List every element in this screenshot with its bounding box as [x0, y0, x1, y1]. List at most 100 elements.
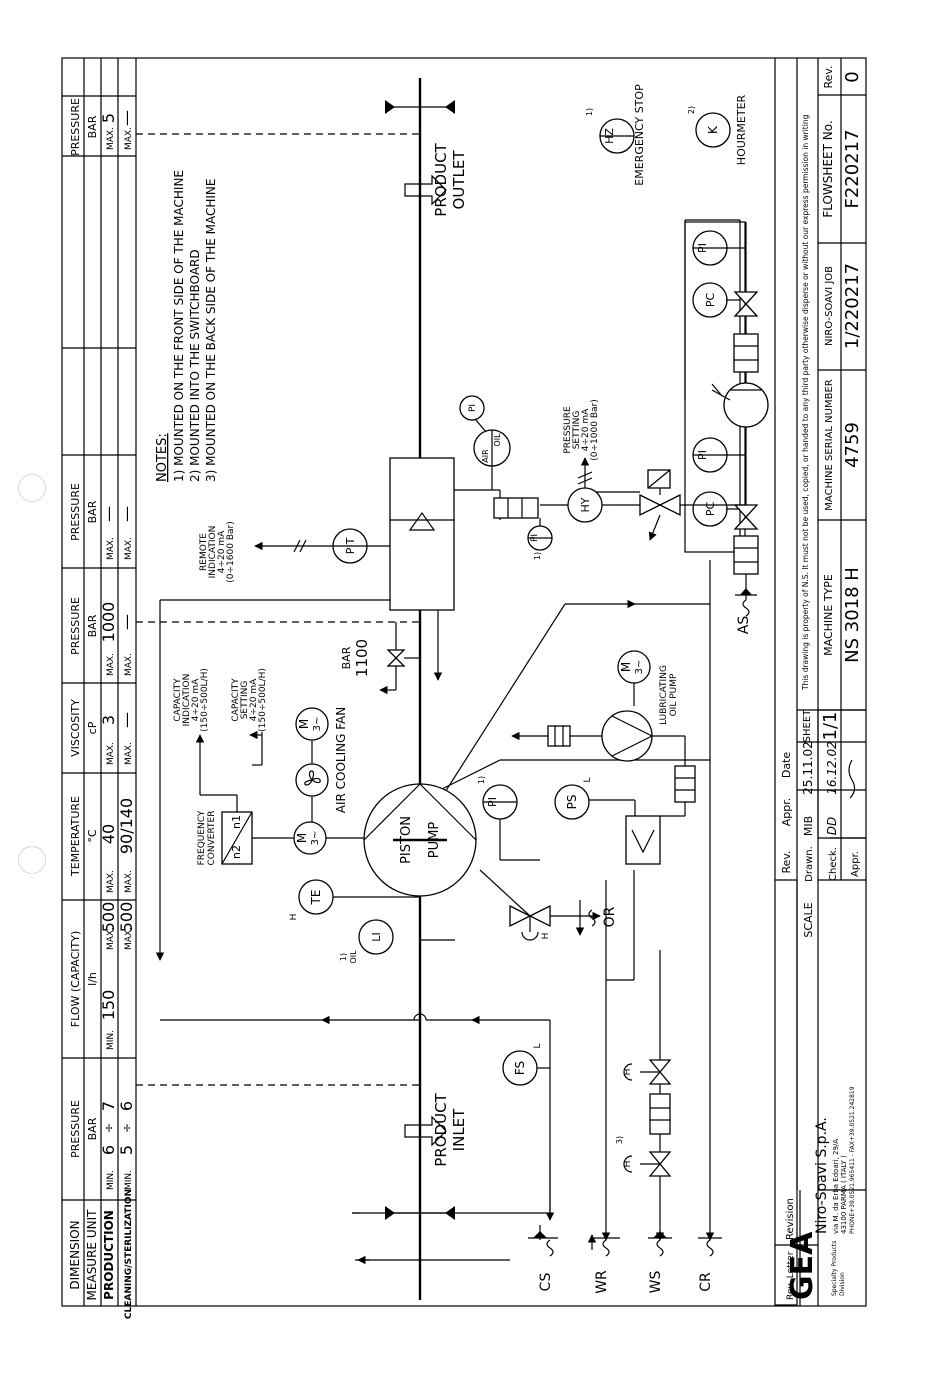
- remote-indication-4: (0÷1600 Bar): [226, 521, 236, 582]
- or-label: OR: [602, 906, 618, 927]
- binder-hole-top: [18, 474, 46, 502]
- viscosity-prod-max: 3: [99, 715, 118, 725]
- check-by: DD: [825, 817, 839, 835]
- product-outlet-label-2: OUTLET: [450, 150, 468, 210]
- cs-label: CS: [538, 1273, 554, 1292]
- inlet-pressure-prod-min: 6: [99, 1145, 118, 1155]
- rev-label: Rev.: [780, 850, 793, 873]
- capacity-indication-2: INDICATION: [182, 674, 192, 727]
- li-label: LI: [370, 932, 383, 941]
- gea-logo: GEA: [785, 1231, 820, 1300]
- pi-valve-ref: 1): [533, 552, 542, 560]
- pi-right-label: PI: [696, 243, 709, 253]
- frequency-converter: n1 n2 FREQUENCY CONVERTER: [195, 730, 263, 866]
- check-date: 16.12.02: [825, 741, 839, 794]
- flow-unit: l/h: [86, 972, 99, 986]
- product-outlet-label-1: PRODUCT: [432, 142, 450, 216]
- oil-cooler: [625, 815, 661, 865]
- ws-label: WS: [648, 1271, 664, 1294]
- lubricating-oil-pump: LUBRICATING OIL PUMP: [511, 665, 696, 817]
- bar-1100-label: 1100: [353, 639, 371, 677]
- rev-col-label: Rev.: [822, 65, 835, 88]
- machine-type-label: MACHINE TYPE: [822, 574, 835, 656]
- inlet-pressure-prod-min-label: MIN.: [106, 1170, 116, 1190]
- emergency-stop-label: EMERGENCY STOP: [633, 84, 646, 186]
- capacity-indication-4: (150÷500L/H): [200, 668, 210, 732]
- homog-pressure-clean-max: —: [117, 614, 136, 630]
- inlet-pressure-clean-max: 6: [117, 1101, 136, 1111]
- product-inlet-label-2: INLET: [450, 1108, 468, 1151]
- flow-clean-max: 500: [117, 902, 136, 933]
- inlet-pressure-clean-sep: ÷: [120, 1123, 134, 1133]
- drawn-by: MIB: [802, 816, 815, 836]
- temperature-prod-max-label: MAX.: [106, 870, 116, 893]
- outlet-pressure-unit: BAR: [86, 115, 99, 138]
- temperature-clean-max-label: MAX.: [124, 870, 134, 893]
- wr-label: WR: [594, 1270, 610, 1294]
- pressure-setting-1: PRESSURE: [563, 406, 573, 454]
- product-inlet-label-1: PRODUCT: [432, 1092, 450, 1166]
- inlet-pressure-prod-sep: ÷: [102, 1123, 116, 1133]
- homogenizing-valve-block: [389, 457, 539, 611]
- address-line-2: 43100 PARMA ( ITALY ): [840, 1155, 848, 1234]
- bar-1100-relief: BAR 1100: [340, 622, 420, 695]
- te-sup: H: [289, 914, 299, 921]
- piston-pump-label-1: PISTON: [399, 816, 414, 864]
- te-label: TE: [309, 890, 323, 906]
- fc-label-1: FREQUENCY: [197, 810, 207, 865]
- pi-pump-label: PI: [486, 797, 499, 807]
- temperature-prod-max: 40: [99, 824, 118, 844]
- piston-pump-label-2: PUMP: [427, 822, 442, 859]
- oil-label: OIL: [493, 433, 502, 447]
- fc-n1-label: n1: [230, 815, 243, 829]
- ps-instrument: [554, 784, 590, 820]
- capacity-setting-4: (150÷500L/H): [258, 668, 268, 732]
- bar-label: BAR: [340, 646, 353, 669]
- address-line-3: PHONE+39.0521.965411 - FAX+39.0521.24281…: [849, 1086, 856, 1234]
- homog-pressure-clean-max-label: MAX.: [124, 653, 134, 676]
- fc-n2-label: n2: [230, 845, 243, 859]
- appr-label: Appr.: [780, 798, 793, 827]
- pressure-setting-2: SETTING: [572, 411, 582, 450]
- drawn-label: Drawn.: [804, 846, 815, 882]
- drain-valve-or: H OR: [509, 904, 618, 941]
- homog-pressure-prod-max: 1000: [99, 602, 118, 643]
- approval-signature: [848, 759, 856, 799]
- flow-prod-max-label: MAX.: [106, 927, 116, 950]
- row-label-production: PRODUCTION: [102, 1210, 116, 1300]
- inlet-pressure-prod-max: 7: [99, 1101, 118, 1111]
- revision-label: Revision: [785, 1198, 796, 1240]
- cip-connections: CS WR WS CR: [528, 1225, 722, 1294]
- fc-label-2: CONVERTER: [207, 811, 217, 866]
- capacity-indication-1: CAPACITY: [173, 678, 183, 722]
- inlet-valves: H H 3): [615, 1059, 672, 1177]
- li-sub: OIL: [349, 950, 358, 964]
- inlet-pressure-title: PRESSURE: [69, 1100, 82, 1158]
- pc-left-label: PC: [704, 502, 717, 517]
- capacity-setting-1: CAPACITY: [231, 678, 241, 722]
- drawing-border: [61, 57, 867, 1307]
- ps-label: PS: [565, 795, 579, 810]
- flow-prod-min-label: MIN.: [106, 1030, 116, 1050]
- copyright-note: This drawing is property of N.S. It must…: [801, 114, 810, 691]
- outlet-pressure-title: PRESSURE: [69, 98, 82, 156]
- instruments: FS L TE H LI 1) OIL PI 1) PS L PIT AIR O…: [254, 84, 748, 1086]
- outlet-pressure-prod-max: 5: [99, 113, 118, 123]
- drawn-date: 25.11.02: [801, 741, 815, 794]
- pi-air-instrument: [459, 395, 485, 421]
- fan-motor-m: M: [297, 719, 311, 729]
- hz-ref: 1): [585, 108, 594, 116]
- piston-pump: PISTON PUMP: [363, 783, 477, 897]
- flow-prod-max: 500: [99, 902, 118, 933]
- sheet-value: 1/1: [820, 712, 841, 741]
- viscosity-clean-max-label: MAX.: [124, 742, 134, 765]
- temperature-clean-max: 90/140: [117, 798, 136, 854]
- viscosity-prod-max-label: MAX.: [106, 742, 116, 765]
- rev-letter-label: Rev. Letter: [786, 1251, 796, 1300]
- hourmeter-label: HOURMETER: [735, 94, 748, 165]
- ps-sub: L: [583, 777, 593, 782]
- pi-valve-label: PI: [530, 534, 540, 542]
- rev-value: 0: [842, 71, 863, 82]
- flowsheet-number: F220217: [842, 129, 863, 208]
- row-label-dimension: DIMENSION: [68, 1220, 82, 1289]
